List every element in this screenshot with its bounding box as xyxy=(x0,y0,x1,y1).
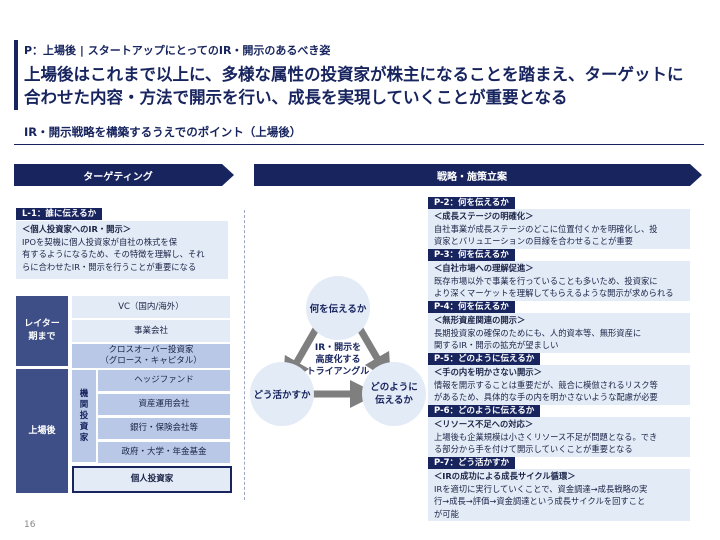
l1-line: 有するようになるため、その特徴を理解し、それ xyxy=(22,249,205,259)
investor-row-bank-insurance: 銀行・保険会社等 xyxy=(98,418,230,439)
ir-triangle-diagram: 何を伝えるか どう活かすか どのように 伝えるか IR・開示を 高度化する トラ… xyxy=(250,276,426,426)
targeting-banner: ターゲティング xyxy=(14,164,234,186)
investor-row-label: 政府・大学・年金基金 xyxy=(121,447,207,457)
node-use-label: どう活かすか xyxy=(253,389,311,401)
l1-tag: L-1：誰に伝えるか xyxy=(16,208,103,220)
column-divider xyxy=(244,210,245,500)
l1-line: IPOを契機に個人投資家が自社の株式を保 xyxy=(22,236,178,247)
institutional-label-char: 関 xyxy=(79,399,89,410)
investor-row-label: クロスオーバー投資家 xyxy=(108,345,194,355)
late-stage-label-line: 期まで xyxy=(28,332,56,342)
investor-row-label: 銀行・保険会社等 xyxy=(129,423,198,433)
strategy-line: が可能 xyxy=(434,508,459,519)
institutional-label-char: 投 xyxy=(79,410,89,421)
strategy-banner-label: 戦略・施策立案 xyxy=(437,171,507,183)
triangle-center-label: トライアングル xyxy=(307,365,370,377)
institutional-investor-label: 機 関 投 資 家 xyxy=(72,370,96,462)
strategy-item-p2: P-2：何を伝えるか ＜成長ステージの明確化＞ 自社事業が成長ステージのどこに位… xyxy=(428,190,690,249)
strategy-tag: P-3：何を伝えるか xyxy=(428,249,515,261)
l1-panel: ＜個人投資家へのIR・開示＞ IPOを契機に個人投資家が自社の株式を保 有するよ… xyxy=(16,221,228,279)
strategy-heading: ＜リソース不足への対応＞ xyxy=(434,419,534,429)
l1-line: らに合わせたIR・開示を行うことが重要になる xyxy=(22,261,197,272)
institutional-label-char: 機 xyxy=(79,388,89,399)
strategy-line: 長期投資家の確保のためにも、人的資本等、無形資産に xyxy=(434,327,642,338)
investor-row-corporate: 事業会社 xyxy=(72,320,230,342)
triangle-center-label: 高度化する xyxy=(315,353,360,365)
strategy-tag: P-4：何を伝えるか xyxy=(428,301,515,313)
l1-heading: ＜個人投資家へのIR・開示＞ xyxy=(22,224,132,234)
investor-row-label: 個人投資家 xyxy=(130,474,174,484)
investor-row-label: （グロース・キャピタル） xyxy=(100,356,202,366)
strategy-banner: 戦略・施策立案 xyxy=(254,164,702,186)
institutional-label-char: 資 xyxy=(79,421,89,432)
strategy-tag: P-2：何を伝えるか xyxy=(428,197,515,209)
strategy-heading: ＜無形資産関連の開示＞ xyxy=(434,315,526,325)
strategy-tag: P-6：どのように伝えるか xyxy=(428,405,541,417)
node-use-circle xyxy=(250,362,314,426)
page-number: 16 xyxy=(24,520,36,530)
investor-row-label: VC（国内/海外） xyxy=(118,301,184,312)
strategy-line: より深くマーケットを理解してもらえるような開示が求められる xyxy=(434,288,674,298)
investor-row-label: 資産運用会社 xyxy=(138,399,190,409)
strategy-list: P-2：何を伝えるか ＜成長ステージの明確化＞ 自社事業が成長ステージのどこに位… xyxy=(428,190,690,521)
investor-row-gov-univ-pension: 政府・大学・年金基金 xyxy=(98,442,230,463)
investor-row-asset-manager: 資産運用会社 xyxy=(98,394,230,415)
strategy-heading: ＜手の内を明かさない開示＞ xyxy=(434,367,542,377)
title-accent-bar xyxy=(14,40,18,110)
node-how-label: どのように xyxy=(370,381,418,393)
strategy-item-p7: P-7：どう活かすか ＜IRの成功による成長サイクル循環＞ IRを適切に実行して… xyxy=(428,450,690,521)
strategy-item-p6: P-6：どのように伝えるか ＜リソース不足への対応＞ 上場後も企業規模は小さくリ… xyxy=(428,398,690,457)
investor-row-crossover: クロスオーバー投資家（グロース・キャピタル） xyxy=(72,344,230,368)
strategy-tag: P-5：どのように伝えるか xyxy=(428,353,541,365)
triangle-center-label: IR・開示を xyxy=(315,342,361,353)
strategy-line: 既存市場以外で事業を行っていることも多いため、投資家に xyxy=(434,275,658,286)
section-title: IR・開示戦略を構築するうえでのポイント（上場後） xyxy=(24,125,302,139)
node-how-label: 伝えるか xyxy=(375,394,413,406)
investor-row-label: 事業会社 xyxy=(133,325,168,336)
late-stage-label: レイター期まで xyxy=(16,296,68,366)
section-rule xyxy=(14,144,704,145)
strategy-item-p4: P-4：何を伝えるか ＜無形資産関連の開示＞ 長期投資家の確保のためにも、人的資… xyxy=(428,294,690,353)
strategy-line: 自社事業が成長ステージのどこに位置付くかを明確化し、投 xyxy=(434,223,658,234)
strategy-line: る部分から手を付けて開示していくことが重要となる xyxy=(434,444,633,454)
node-how-circle xyxy=(362,362,426,426)
strategy-line: 上場後も企業規模は小さくリソース不足が問題となる。でき xyxy=(434,431,658,442)
strategy-line: 関するIR・開示の拡充が望ましい xyxy=(434,340,559,350)
slide-subtitle: P：上場後 | スタートアップにとってのIR・開示のあるべき姿 xyxy=(24,44,331,57)
strategy-item-p3: P-3：何を伝えるか ＜自社市場への理解促進＞ 既存市場以外で事業を行っているこ… xyxy=(428,242,690,301)
investor-row-hedge-fund: ヘッジファンド xyxy=(98,370,230,391)
investor-row-vc: VC（国内/海外） xyxy=(72,296,230,318)
strategy-heading: ＜自社市場への理解促進＞ xyxy=(434,263,534,273)
strategy-heading: ＜IRの成功による成長サイクル循環＞ xyxy=(434,471,576,481)
strategy-line: IRを適切に実行していくことで、資金調達→成長戦略の実 xyxy=(434,483,648,494)
post-ipo-label: 上場後 xyxy=(16,369,68,493)
strategy-line: 資家とバリュエーションの目線を合わせることが重要 xyxy=(434,236,633,246)
institutional-label-char: 家 xyxy=(79,432,89,443)
investor-row-label: ヘッジファンド xyxy=(134,375,194,385)
post-ipo-label-text: 上場後 xyxy=(28,425,56,436)
node-what-circle xyxy=(306,276,370,340)
investor-row-retail: 個人投資家 xyxy=(72,466,232,493)
strategy-line: があるため、具体的な手の内を明かさないような配慮が必要 xyxy=(434,392,658,402)
strategy-tag: P-7：どう活かすか xyxy=(428,457,516,469)
strategy-line: 行→成長→評価→資金調達という成長サイクルを回すこと xyxy=(434,496,646,506)
headline-line-1: 上場後はこれまで以上に、多様な属性の投資家が株主になることを踏まえ、ターゲットに xyxy=(24,65,684,84)
strategy-item-p5: P-5：どのように伝えるか ＜手の内を明かさない開示＞ 情報を開示することは重要… xyxy=(428,346,690,405)
late-stage-label-line: レイター xyxy=(24,319,60,329)
headline-line-2: 合わせた内容・方法で開示を行い、成長を実現していくことが重要となる xyxy=(24,88,568,107)
strategy-heading: ＜成長ステージの明確化＞ xyxy=(434,211,534,221)
strategy-line: 情報を開示することは重要だが、競合に模倣されるリスク等 xyxy=(434,379,658,390)
targeting-banner-label: ターゲティング xyxy=(83,171,153,183)
slide-headline: 上場後はこれまで以上に、多様な属性の投資家が株主になることを踏まえ、ターゲットに… xyxy=(24,63,684,109)
node-what-label: 何を伝えるか xyxy=(310,303,367,315)
